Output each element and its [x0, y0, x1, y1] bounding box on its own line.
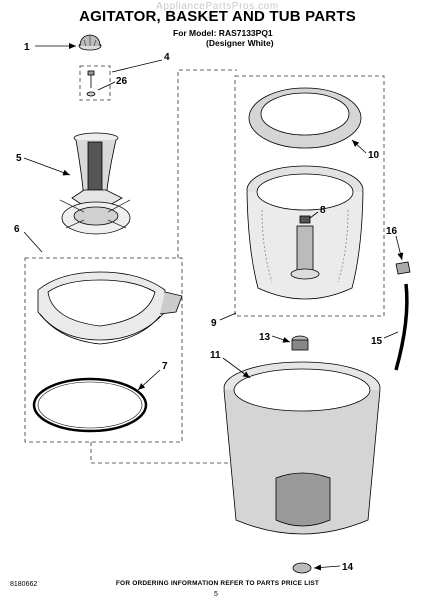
basket-nut-part [299, 215, 311, 224]
outer-tub-part [223, 361, 381, 535]
ring-seal-part [32, 377, 148, 433]
leader-5 [23, 157, 71, 176]
leader-8 [309, 211, 319, 219]
box-base-6 [24, 257, 183, 443]
callout-26: 26 [116, 76, 128, 87]
tub-ring-part [37, 271, 183, 345]
callout-15: 15 [371, 336, 383, 347]
leader-15 [383, 331, 399, 339]
bracket-line-2 [90, 442, 244, 464]
agitator-part [59, 132, 131, 235]
hose-part [394, 283, 409, 371]
leader-13 [271, 335, 291, 343]
page-title: AGITATOR, BASKET AND TUB PARTS [79, 8, 356, 25]
callout-11: 11 [210, 350, 221, 361]
watermark: AppliancePartsPros.com [156, 1, 279, 12]
clip-part [395, 261, 411, 275]
callout-6: 6 [14, 224, 20, 235]
callout-7: 7 [162, 361, 168, 372]
model-info: For Model: RAS7133PQ1 (Designer White) [173, 28, 274, 48]
box-basket-9 [234, 75, 385, 317]
bolt-washer-part [86, 70, 96, 97]
callout-5: 5 [16, 153, 22, 164]
callout-8: 8 [320, 205, 326, 216]
leader-6 [23, 231, 43, 253]
callout-numbers: 1 4 26 5 6 7 10 8 16 9 15 13 11 14 [14, 42, 398, 573]
leader-9 [219, 312, 237, 321]
leader-lines [23, 43, 404, 571]
callout-4: 4 [164, 52, 170, 63]
document-number: 8180662 [10, 581, 38, 588]
callout-9: 9 [211, 318, 217, 329]
callout-13: 13 [259, 332, 271, 343]
leader-11 [222, 357, 251, 379]
model-line: For Model: RAS7133PQ1 [173, 28, 273, 38]
leader-26 [97, 81, 116, 91]
leader-10 [351, 139, 367, 154]
bearing-part [291, 335, 309, 351]
ordering-note: FOR ORDERING INFORMATION REFER TO PARTS … [115, 580, 320, 587]
drain-nut-part [292, 562, 312, 574]
leader-7 [137, 369, 161, 391]
page-number: 5 [214, 591, 218, 598]
agitator-cap-part [78, 34, 102, 51]
leader-4 [111, 59, 163, 73]
callout-10: 10 [368, 150, 380, 161]
group-boxes [24, 65, 385, 464]
box-bolt-26 [79, 65, 111, 101]
balance-ring-part [248, 87, 362, 149]
callout-1: 1 [24, 42, 30, 53]
leader-16 [395, 235, 404, 261]
bracket-line-1 [177, 69, 237, 258]
basket-part [246, 165, 364, 300]
leader-14 [313, 564, 341, 571]
callout-14: 14 [342, 562, 354, 573]
callout-16: 16 [386, 226, 398, 237]
color-line: (Designer White) [206, 38, 274, 48]
